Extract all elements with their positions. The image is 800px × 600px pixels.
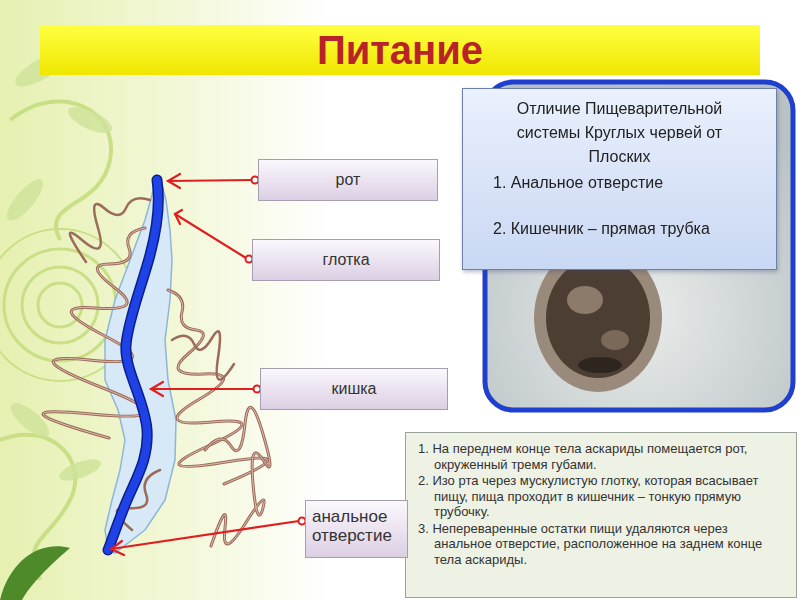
arrow-head — [151, 382, 163, 396]
arrow-head — [175, 210, 182, 224]
leader-line — [151, 388, 254, 390]
part-label: глотка — [252, 239, 440, 281]
node-text: анальное отверстие — [312, 507, 401, 545]
node-text: 3. Непереваренные остатки пищи удаляются… — [418, 521, 786, 568]
leaf — [57, 455, 104, 485]
coil — [205, 407, 270, 546]
egg-patch — [578, 357, 622, 373]
coil — [70, 198, 150, 262]
node-text: кишка — [331, 379, 376, 399]
comparison-box: Отличие Пищеварительной системы Круглых … — [462, 88, 777, 270]
coil — [205, 407, 270, 546]
egg-patch — [567, 286, 603, 314]
part-label: рот — [258, 159, 438, 201]
arrow-head — [168, 174, 180, 188]
node-text: 2. Изо рта через мускулистую глотку, кот… — [418, 473, 786, 520]
egg-core — [546, 258, 650, 378]
egg-patch — [601, 330, 629, 350]
leaf — [1, 174, 48, 225]
note-box: 1. На переднем конце тела аскариды помещ… — [405, 432, 797, 598]
node-text: 1. На переднем конце тела аскариды помещ… — [418, 441, 786, 472]
swirl — [38, 283, 82, 327]
leaf — [64, 102, 115, 139]
dark-leaf — [0, 546, 70, 600]
leader-line — [168, 180, 252, 181]
part-label: кишка — [260, 368, 448, 410]
left-backdrop — [0, 0, 330, 600]
leader-line — [175, 214, 246, 258]
leaf — [6, 398, 54, 443]
slide-title: Питание — [40, 25, 760, 75]
intestine — [108, 180, 158, 550]
worm-body — [105, 178, 176, 553]
node-text: 2. Кишечник – прямая трубка — [475, 217, 764, 241]
node-text: рот — [336, 170, 361, 190]
arrow-head — [111, 541, 124, 555]
leader-line — [111, 521, 299, 549]
leader-dots — [246, 177, 306, 525]
title-bar — [40, 25, 760, 75]
node-text: глотка — [322, 250, 369, 270]
swirl — [22, 267, 98, 343]
intestine-edge — [108, 180, 158, 550]
node-text: Отличие Пищеварительной системы Круглых … — [475, 97, 764, 169]
node-text: 1. Анальное отверстие — [475, 171, 764, 195]
part-label: анальное отверстие — [305, 500, 408, 558]
coil — [172, 331, 234, 379]
leader-lines — [111, 174, 299, 555]
